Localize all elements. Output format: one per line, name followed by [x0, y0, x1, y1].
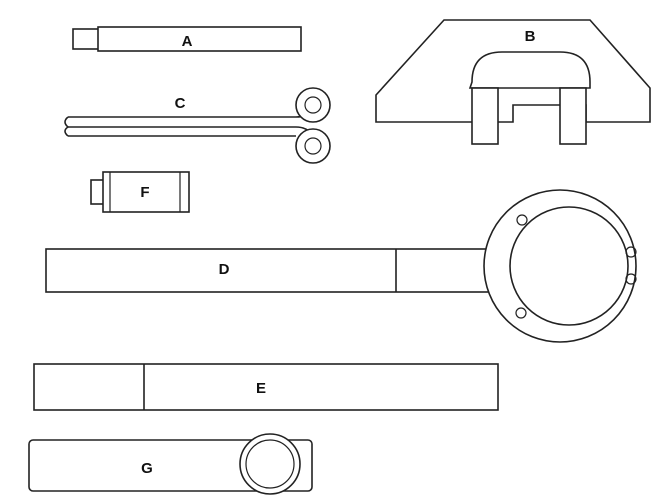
tool-c-upper-eye	[295, 87, 331, 123]
tool-d-ring-bore	[509, 206, 629, 326]
tool-b-right-leg	[559, 87, 587, 145]
tool-d-hole-3	[625, 273, 637, 285]
tool-d-hole-1	[516, 214, 528, 226]
tool-c-lower-eye	[295, 128, 331, 164]
tool-d-label: D	[219, 261, 230, 278]
tool-d-hole-4	[515, 307, 527, 319]
tool-d: D	[45, 189, 637, 343]
tool-f-body	[102, 171, 190, 213]
tool-c-upper-leg	[68, 107, 313, 118]
tool-g-body	[28, 439, 313, 492]
tool-c: C	[64, 87, 331, 164]
tool-f-label: F	[140, 184, 149, 201]
tool-b-label: B	[525, 28, 536, 45]
tool-b: B	[375, 19, 651, 145]
tool-b-arch	[468, 51, 591, 89]
tool-c-tips	[64, 116, 70, 137]
tool-c-lower-eye-inner	[304, 137, 322, 155]
tool-a-tip	[72, 28, 101, 50]
tool-d-handle	[45, 248, 497, 293]
tool-g-ring-inner	[245, 439, 295, 489]
tool-b-left-leg	[471, 87, 499, 145]
tool-f-nose	[90, 179, 105, 205]
tool-g-label: G	[141, 460, 153, 477]
tool-c-lower-leg	[68, 126, 313, 137]
tool-a-body	[97, 26, 302, 52]
tool-e: E	[33, 363, 499, 411]
tool-e-label: E	[256, 380, 266, 397]
tool-g: G	[28, 433, 313, 495]
tool-a: A	[72, 26, 302, 52]
tool-g-ring-outer	[239, 433, 301, 495]
tool-d-hole-2	[625, 246, 637, 258]
tool-f: F	[90, 171, 190, 213]
tool-e-body	[33, 363, 499, 411]
tool-c-upper-eye-inner	[304, 96, 322, 114]
tool-c-label: C	[175, 95, 186, 112]
tool-a-label: A	[182, 33, 193, 50]
